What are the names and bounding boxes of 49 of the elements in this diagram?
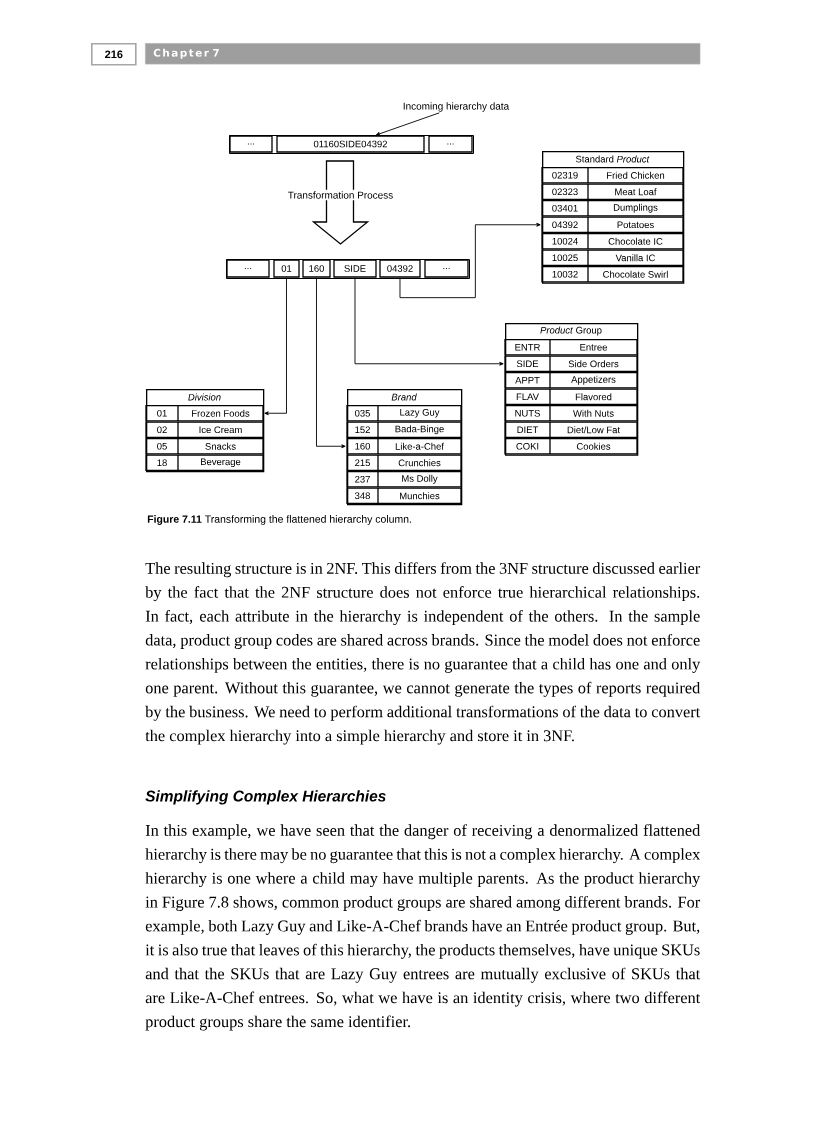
- table-row: SIDE Side Orders: [504, 355, 638, 373]
- table-row: 10025 Vanilla IC: [541, 249, 684, 267]
- leader-arrow: [375, 112, 440, 136]
- record-field: ...: [428, 135, 473, 153]
- table-row: 04392 Potatoes: [541, 216, 684, 234]
- section-heading: Simplifying Complex Hierarchies: [145, 790, 386, 805]
- table-row: 02323 Meat Loaf: [541, 183, 684, 201]
- edge-label: Transformation Process: [286, 189, 395, 201]
- table-row: 215 Crunchies: [346, 454, 462, 472]
- table-row: COKI Cookies: [504, 437, 638, 455]
- arrow: [316, 277, 346, 449]
- table-row: 10024 Chocolate IC: [541, 232, 684, 250]
- record-field: ...: [229, 135, 273, 153]
- table-row: 152 Bada-Binge: [346, 421, 462, 439]
- table-row: 02319 Fried Chicken: [541, 166, 684, 184]
- table-row: DIET Diet/Low Fat: [504, 421, 638, 439]
- table-row: 18 Beverage: [145, 454, 264, 472]
- data-record: [226, 259, 470, 279]
- body-paragraph: The resulting structure is in 2NF. This differs from the 3NF structure discussed earlier by the fact that the 2NF structure does not enforce true hierarchical relationships. In fact, each attribute in the hierarchy is independent of the others. In the sample data, product group codes are shared across brands. Since the model does not enforce relationships between the entities, there is no guarantee that a child has one and only one parent. Without this guarantee, we cannot generate the types of reports required by the business. We need to perform additional transformations of the data to convert the complex hierarchy into a simple hierarchy and store it in 3NF.: [145, 562, 701, 745]
- table-row: 02 Ice Cream: [145, 421, 264, 439]
- table-row: 10032 Chocolate Swirl: [541, 265, 684, 283]
- table-row: 03401 Dumplings: [541, 199, 684, 217]
- record-field: ...: [424, 259, 469, 278]
- table-row: APPT Appetizers: [504, 371, 638, 389]
- page-number: 216: [91, 43, 137, 66]
- data-record: [229, 135, 474, 154]
- figure-caption: Figure 7.11 Transforming the flattened hierarchy column.: [147, 515, 411, 525]
- table-row: FLAV Flavored: [504, 388, 638, 406]
- record-field: 04392: [379, 259, 421, 278]
- table-row: 348 Munchies: [346, 487, 462, 505]
- table-row: 01 Frozen Foods: [145, 404, 264, 422]
- table-row: 035 Lazy Guy: [346, 404, 462, 422]
- table-row: 237 Ms Dolly: [346, 470, 462, 488]
- table-row: ENTR Entree: [504, 338, 638, 356]
- chapter-bar: Chapter 7: [145, 43, 701, 65]
- table-row: 160 Like-a-Chef: [346, 437, 462, 455]
- body-paragraph: In this example, we have seen that the danger of receiving a denormalized flattened hierarchy is there may be no guarantee that this is not a complex hierarchy. A complex hierarchy is one where a child may have multiple parents. As the product hierarchy in Figure 7.8 shows, common product groups are shared among different brands. For example, both Lazy Guy and Like-A-Chef brands have an Entrée product group. But, it is also true that leaves of this hierarchy, the products themselves, have unique SKUs and that the SKUs that are Lazy Guy entrees are mutually exclusive of SKUs that are Like-A-Chef entrees. So, what we have is an identity crisis, where two different product groups share the same identifier.: [145, 824, 701, 1031]
- record-field: 01: [273, 259, 300, 278]
- record-field: SIDE: [333, 259, 377, 278]
- record-field: ...: [226, 259, 270, 278]
- arrow: [399, 222, 541, 299]
- table-row: NUTS With Nuts: [504, 404, 638, 422]
- block-arrow: [311, 160, 370, 245]
- arrow: [354, 277, 504, 366]
- record-field: 01160SIDE04392: [276, 135, 425, 153]
- table-row: 05 Snacks: [145, 437, 264, 455]
- record-field: 160: [302, 259, 331, 278]
- arrow: [264, 277, 287, 416]
- callout-text: Incoming hierarchy data: [403, 102, 510, 112]
